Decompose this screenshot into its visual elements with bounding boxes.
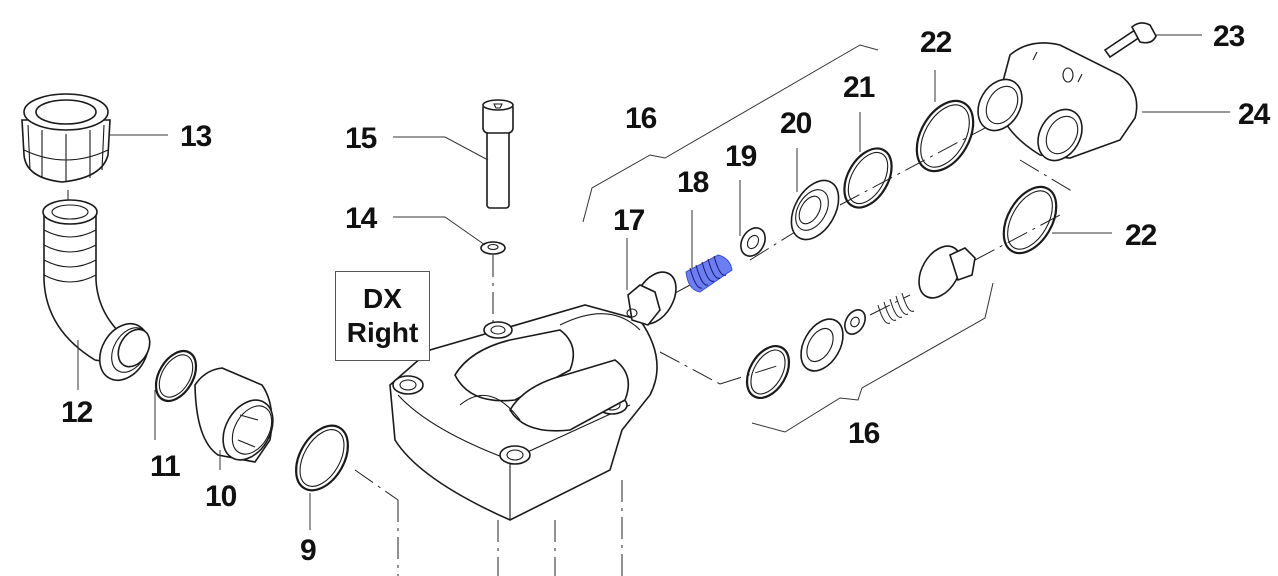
- callout-13: 13: [180, 120, 212, 153]
- pump-head-housing: [389, 304, 658, 521]
- part-24-valve-cover[interactable]: [969, 42, 1138, 168]
- lower-valve-set: [745, 245, 976, 399]
- callout-10: 10: [205, 480, 237, 513]
- callout-21: 21: [843, 71, 875, 104]
- callout-24: 24: [1238, 98, 1271, 131]
- leader-lines: [77, 34, 1230, 530]
- callout-22-lower: 22: [1125, 219, 1157, 252]
- callout-15: 15: [345, 122, 377, 155]
- callouts: 13 12 11 10 9 15 14 16 16 17 18 19 20 21…: [61, 20, 1272, 567]
- part-22-o-ring-lower[interactable]: [993, 178, 1067, 262]
- callout-16-upper: 16: [625, 102, 657, 135]
- side-text: Right: [346, 317, 419, 348]
- callout-20: 20: [780, 107, 812, 140]
- part-21-o-ring[interactable]: [835, 140, 902, 215]
- callout-17: 17: [613, 204, 645, 237]
- side-indicator-box: DX Right: [335, 271, 430, 361]
- callout-9: 9: [300, 534, 316, 567]
- part-23-screw[interactable]: [1103, 22, 1157, 59]
- part-13-ring-nut[interactable]: [21, 93, 111, 183]
- part-20-valve-seat[interactable]: [782, 172, 849, 247]
- callout-11: 11: [150, 450, 180, 483]
- part-14-washer[interactable]: [480, 241, 506, 255]
- part-10-fitting[interactable]: [194, 367, 283, 469]
- callout-14: 14: [345, 202, 378, 235]
- part-15-screw[interactable]: [482, 99, 514, 209]
- valve-kit-bracket-upper: [582, 44, 879, 223]
- part-19-valve-disc[interactable]: [736, 224, 770, 261]
- callout-12: 12: [61, 396, 93, 429]
- part-18-spring-highlighted[interactable]: [685, 254, 733, 293]
- part-22-o-ring-upper[interactable]: [905, 91, 985, 181]
- part-9-o-ring[interactable]: [285, 417, 358, 500]
- callout-18: 18: [677, 166, 709, 199]
- callout-22-upper: 22: [920, 26, 952, 59]
- side-code: DX: [363, 283, 402, 314]
- callout-19: 19: [725, 140, 757, 173]
- callout-16-lower: 16: [848, 417, 880, 450]
- part-12-elbow[interactable]: [42, 199, 158, 389]
- valve-kit-bracket-lower: [751, 282, 994, 433]
- callout-23: 23: [1213, 20, 1245, 53]
- part-17-valve-cage[interactable]: [625, 265, 684, 331]
- part-11-o-ring[interactable]: [148, 344, 204, 408]
